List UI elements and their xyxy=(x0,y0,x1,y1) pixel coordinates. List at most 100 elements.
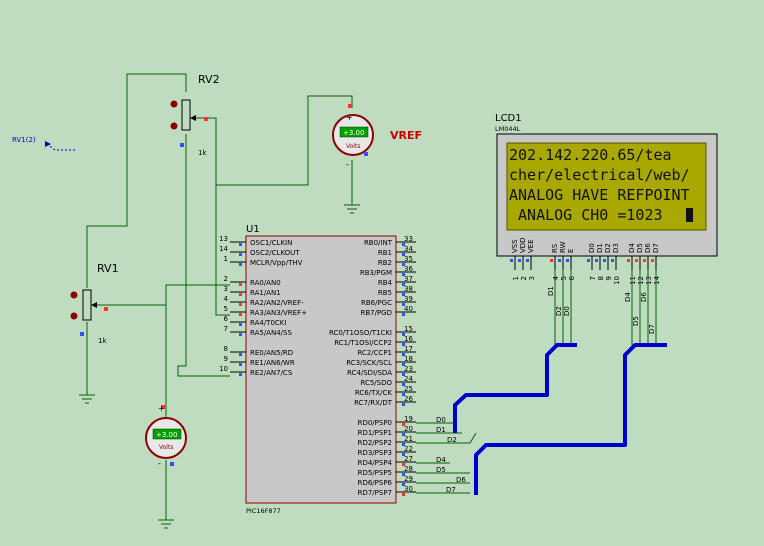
pin-number: 36 xyxy=(404,265,413,273)
pin-number: 39 xyxy=(404,295,413,303)
pin-number: 5 xyxy=(224,305,228,313)
pin-number: 19 xyxy=(404,415,413,423)
pin-label: RC3/SCK/SCL xyxy=(346,359,392,367)
lcd-pin-label: D7 xyxy=(652,243,660,253)
rv1-ref: RV1 xyxy=(97,262,119,275)
pin-state xyxy=(239,313,242,316)
lcd-pin-label: VSS xyxy=(511,239,519,253)
lcd-ref: LCD1 xyxy=(495,113,522,124)
lcd-line-3: ANALOG HAVE REFPOINT xyxy=(509,186,690,204)
pin-label: RD5/PSP5 xyxy=(358,469,392,477)
svg-text:-: - xyxy=(158,459,161,468)
pin-number: 9 xyxy=(224,355,228,363)
pin-state xyxy=(239,243,242,246)
lcd-cursor xyxy=(686,208,693,222)
pin-state xyxy=(526,259,529,262)
pin-label: RB1 xyxy=(378,249,392,257)
pin-number: 30 xyxy=(404,485,413,493)
net-label: D2 xyxy=(555,306,563,316)
pin-number: 23 xyxy=(404,365,413,373)
pin-label: RE0/AN5/RD xyxy=(250,349,293,357)
pin-label: RD3/PSP3 xyxy=(358,449,392,457)
pin-label: RC1/T1OSI/CCP2 xyxy=(334,339,392,347)
potentiometer-rv2[interactable]: RV2 1k xyxy=(170,73,220,157)
pin-number: 8 xyxy=(224,345,228,353)
pin-label: RB6/PGC xyxy=(361,299,392,307)
pin-label: RC5/SDO xyxy=(360,379,392,387)
pin-state xyxy=(402,463,405,466)
pin-label: RD2/PSP2 xyxy=(358,439,392,447)
pin-label: OSC1/CLKIN xyxy=(250,239,292,247)
pin-state xyxy=(402,403,405,406)
pin-number: 17 xyxy=(404,345,413,353)
lcd-pin-number: 12 xyxy=(637,276,645,285)
lcd-pin-number: 5 xyxy=(560,276,568,280)
lcd-net-labels: D1 D2 D0 D4 D5 D6 D7 xyxy=(547,286,656,334)
potentiometer-rv1[interactable]: RV1 1k xyxy=(70,262,119,345)
net-label: D5 xyxy=(632,316,640,326)
lcd-pin-label: D1 xyxy=(596,243,604,253)
pin-state xyxy=(402,333,405,336)
lcd-pins: VSS1VDD2VEE3RS4RW5E6D07D18D29D310D411D51… xyxy=(510,237,661,285)
voltage-probe-rv1[interactable]: RV1(2) xyxy=(12,136,51,147)
pin-state xyxy=(402,493,405,496)
lcd-pin-label: D5 xyxy=(636,243,644,253)
lcd-pin-number: 8 xyxy=(597,276,605,280)
voltmeter-ra0[interactable]: +3.00 Volts + - xyxy=(145,404,187,468)
pin-state xyxy=(402,293,405,296)
pin-state xyxy=(402,423,405,426)
pin-label: RB3/PGM xyxy=(360,269,392,277)
pin-number: 15 xyxy=(404,325,413,333)
pin-number: 25 xyxy=(404,385,413,393)
lcd-module[interactable]: LCD1 LM044L 202.142.220.65/tea cher/elec… xyxy=(495,113,718,285)
pin-label: RA4/T0CKI xyxy=(250,319,286,327)
pin-state xyxy=(239,293,242,296)
pin-state xyxy=(550,259,553,262)
pin-state xyxy=(603,259,606,262)
lcd-line-1: 202.142.220.65/tea xyxy=(509,146,672,164)
pin-number: 40 xyxy=(404,305,413,313)
pin-number: 28 xyxy=(404,465,413,473)
net-label: D4 xyxy=(624,292,632,302)
pin-state xyxy=(239,263,242,266)
pin-state xyxy=(402,483,405,486)
voltmeter-vref[interactable]: +3.00 Volts + - VREF xyxy=(332,104,422,169)
lcd-pin-label: D2 xyxy=(604,243,612,253)
pin-state xyxy=(402,393,405,396)
lcd-pin-number: 1 xyxy=(512,276,520,280)
pin-state xyxy=(587,259,590,262)
pin-state xyxy=(402,343,405,346)
pin-label: RC7/RX/DT xyxy=(354,399,393,407)
rv1-value: 1k xyxy=(98,337,107,345)
lcd-pin-label: D0 xyxy=(588,243,596,253)
net-label: D2 xyxy=(447,436,457,444)
pin-state xyxy=(239,353,242,356)
net-label: D0 xyxy=(436,416,446,424)
lcd-pin-number: 6 xyxy=(568,275,576,280)
rv2-ref: RV2 xyxy=(198,73,220,86)
u1-ref: U1 xyxy=(246,224,260,235)
lcd-pin-number: 7 xyxy=(589,276,597,280)
lcd-pin-number: 9 xyxy=(605,276,613,280)
lcd-pin-label: D6 xyxy=(644,243,652,253)
pin-label: RA2/AN2/VREF- xyxy=(250,299,304,307)
net-label: D1 xyxy=(436,426,446,434)
net-label: D7 xyxy=(446,486,456,494)
pin-number: 14 xyxy=(219,245,228,253)
pin-number: 26 xyxy=(404,395,413,403)
pin-number: 7 xyxy=(224,325,228,333)
pin-state xyxy=(402,363,405,366)
pin-number: 1 xyxy=(224,255,228,263)
lcd-pin-label: D3 xyxy=(612,243,620,253)
pin-label: RC6/TX/CK xyxy=(355,389,393,397)
net-label: D6 xyxy=(456,476,466,484)
pin-number: 20 xyxy=(404,425,413,433)
pin-number: 35 xyxy=(404,255,413,263)
pin-state xyxy=(402,253,405,256)
ground-symbols xyxy=(79,204,360,529)
vref-unit: Volts xyxy=(346,143,360,150)
lcd-pin-number: 10 xyxy=(613,276,621,285)
